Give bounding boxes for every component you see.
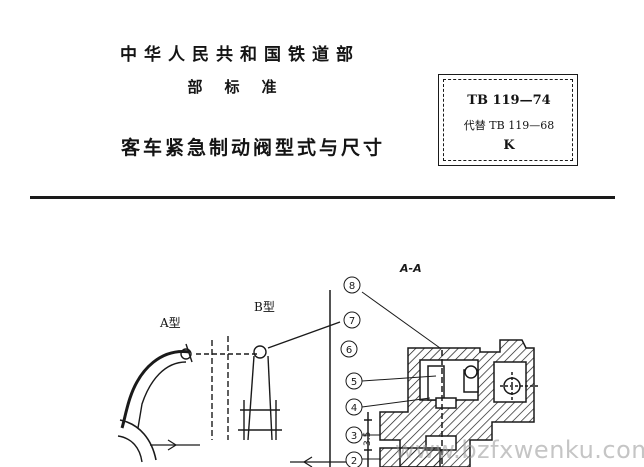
type-a-label: A型	[160, 316, 181, 330]
callout-7	[343, 311, 361, 329]
standard-code-box: TB 119—74 代替 TB 119—68 K	[438, 74, 578, 166]
callout-4-label: 4	[351, 403, 357, 414]
type-b-label: B型	[254, 300, 275, 314]
callout-2	[345, 451, 363, 467]
callout-5-label: 5	[351, 377, 357, 388]
callouts	[340, 276, 363, 467]
leader-lines	[361, 291, 441, 460]
ministry-name: 中华人民共和国铁道部	[120, 45, 360, 65]
standard-code: TB 119—74	[467, 93, 551, 108]
callout-8-label: 8	[349, 281, 355, 292]
watermark: www.bzfxwenku.com	[395, 436, 644, 464]
callout-7-label: 7	[349, 316, 355, 327]
code-box-inner-border	[443, 79, 573, 161]
replaces-code: 代替 TB 119—68	[463, 119, 555, 132]
standard-type: 部标准	[187, 78, 299, 96]
callout-5	[345, 372, 363, 390]
callout-4	[345, 398, 363, 416]
callout-2-label: 2	[351, 456, 357, 467]
callout-3	[345, 426, 363, 444]
callout-6-label: 6	[346, 345, 352, 356]
header-rule	[30, 196, 615, 199]
callout-3-label: 3	[351, 431, 357, 442]
type-b-handle	[211, 321, 341, 441]
valve-body-section	[329, 290, 540, 467]
dimension-label: 3.5	[363, 432, 373, 446]
type-a-handle	[117, 343, 258, 463]
document-title: 客车紧急制动阀型式与尺寸	[120, 137, 385, 159]
section-arrows	[150, 439, 350, 467]
class-letter: K	[503, 138, 515, 153]
callout-8	[343, 276, 361, 294]
section-label: A-A	[399, 262, 422, 275]
callout-6	[340, 340, 358, 358]
